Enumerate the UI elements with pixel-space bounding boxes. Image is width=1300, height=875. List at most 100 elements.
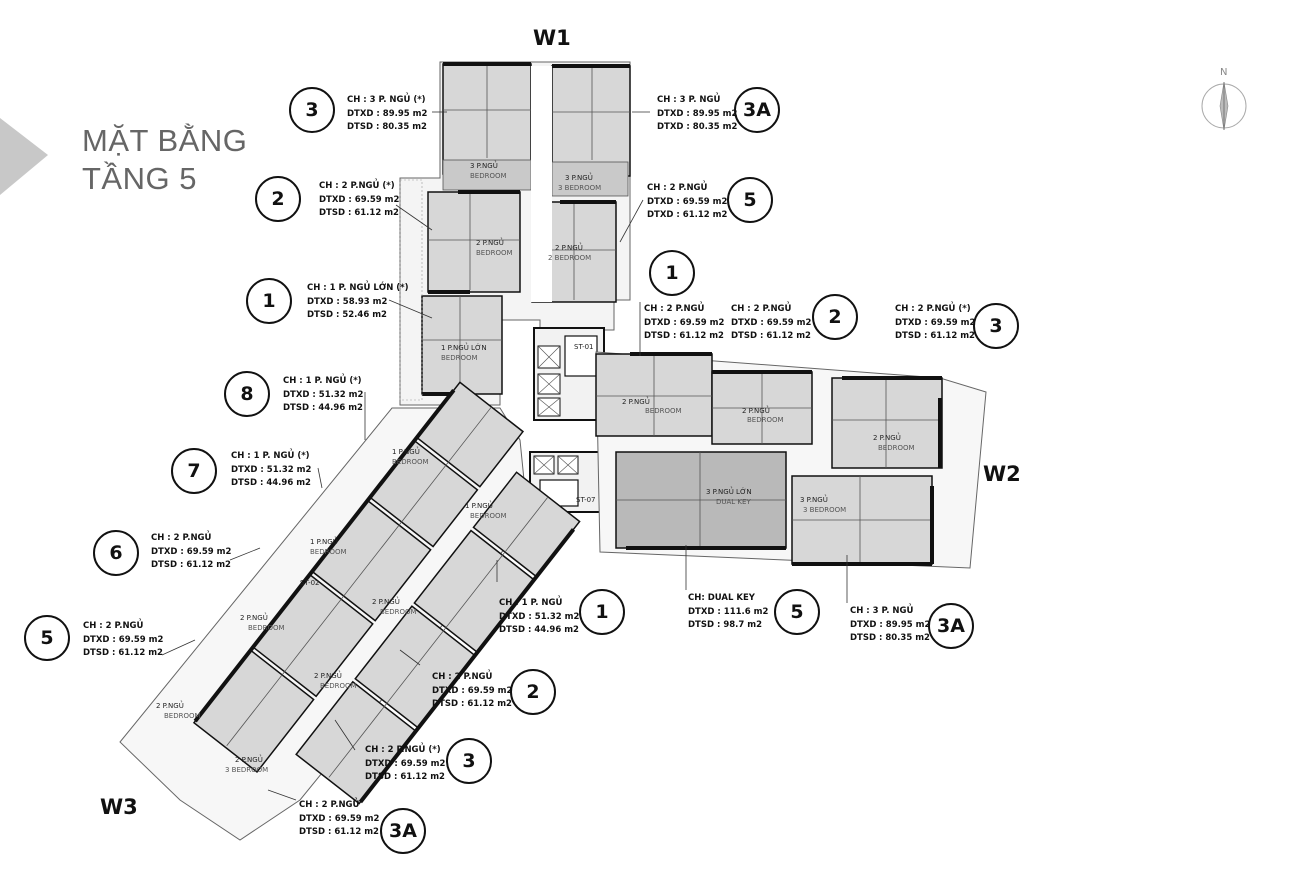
room-label: 2 P.NGỦ [476, 237, 504, 247]
unit-type: CH : 3 P. NGỦ [657, 95, 721, 105]
unit-type: CH : 2 P.NGỦ [731, 304, 792, 314]
unit-info-w1-5: CH : 2 P.NGỦ DTXD : 69.59 m2 DTXD : 61.1… [647, 182, 727, 223]
wing-label-w1: W1 [533, 26, 571, 50]
room-label: 1 P.NGỦ LỚN [441, 342, 487, 352]
unit-info-w3-1: CH : 1 P. NGỦ DTXD : 51.32 m2 DTSD : 44.… [499, 597, 579, 638]
room-label: 2 P.NGỦ [240, 612, 268, 622]
unit-dtsd: DTSD : 61.12 m2 [299, 827, 379, 837]
unit-dtxd: DTXD : 51.32 m2 [231, 464, 312, 475]
unit-dtxd: DTXD : 51.32 m2 [283, 389, 364, 400]
north-label: N [1220, 67, 1227, 78]
room-sublabel: BEDROOM [164, 712, 201, 720]
unit-dtxd: DTXD : 89.95 m2 [850, 619, 931, 630]
unit-badge-w1-3a[interactable]: 3A [734, 87, 780, 133]
wing-w3 [119, 381, 581, 841]
unit-info-w3-3a: CH : 2 P.NGỦ DTXD : 69.59 m2 DTSD : 61.1… [299, 799, 379, 840]
room-sublabel: 3 BEDROOM [803, 506, 846, 514]
unit-dtxd: DTXD : 69.59 m2 [647, 196, 728, 207]
room-label: 1 P.NGỦ [392, 446, 420, 456]
core [529, 327, 605, 513]
title-arrow-icon [0, 118, 48, 195]
unit-type: CH : 1 P. NGỦ (*) [283, 376, 362, 386]
unit-info-w2-3: CH : 2 P.NGỦ (*) DTXD : 69.59 m2 DTSD : … [895, 303, 975, 344]
unit-dtxd: DTXD : 69.59 m2 [299, 813, 380, 824]
page-title-line2: TẦNG 5 [82, 161, 197, 196]
page-title-line1: MẶT BẰNG [82, 123, 248, 158]
unit-info-w3-2: CH : 2 P.NGỦ DTXD : 69.59 m2 DTSD : 61.1… [432, 671, 512, 712]
unit-dtsd: DTSD : 61.12 m2 [151, 560, 231, 570]
unit-type: CH : 2 P.NGỦ [647, 183, 708, 193]
unit-info-w3-3: CH : 2 P.NGỦ (*) DTXD : 69.59 m2 DTSD : … [365, 744, 445, 785]
unit-badge-w2-1[interactable]: 1 [649, 250, 695, 296]
unit-dtsd: DTSD : 61.12 m2 [319, 208, 399, 218]
unit-type: CH : 2 P.NGỦ (*) [365, 745, 441, 755]
unit-dtsd: DTSD : 61.12 m2 [365, 772, 445, 782]
unit-dtxd: DTXD : 69.59 m2 [644, 317, 725, 328]
room-sublabel: BEDROOM [645, 407, 682, 415]
unit-badge-w2-3a[interactable]: 3A [928, 603, 974, 649]
unit-badge-w1-1[interactable]: 1 [246, 278, 292, 324]
unit-dtxd: DTXD : 69.59 m2 [151, 546, 232, 557]
unit-type: CH : 3 P. NGỦ (*) [347, 95, 426, 105]
unit-info-w2-2: CH : 2 P.NGỦ DTXD : 69.59 m2 DTSD : 61.1… [731, 303, 811, 344]
room-label: 1 P.NGỦ [310, 536, 338, 546]
unit-type: CH : 3 P. NGỦ [850, 606, 914, 616]
room-sublabel: BEDROOM [320, 682, 357, 690]
room-sublabel: BEDROOM [441, 354, 478, 362]
unit-dtsd: DTSD : 61.12 m2 [644, 331, 724, 341]
wing-w1 [399, 61, 631, 406]
unit-badge-w1-3[interactable]: 3 [289, 87, 335, 133]
unit-dtxd: DTXD : 69.59 m2 [731, 317, 812, 328]
unit-dtsd: DTSD : 80.35 m2 [850, 633, 930, 643]
room-label: 2 P.NGỦ [314, 670, 342, 680]
unit-type: CH : 1 P. NGỦ (*) [231, 451, 310, 461]
unit-badge-w3-8[interactable]: 8 [224, 371, 270, 417]
room-label: 1 P.NGỦ [465, 500, 493, 510]
unit-dtsd: DTSD : 44.96 m2 [231, 478, 311, 488]
unit-dtxd: DTXD : 69.59 m2 [365, 758, 446, 769]
unit-badge-w3-1[interactable]: 1 [579, 589, 625, 635]
unit-badge-w1-2[interactable]: 2 [255, 176, 301, 222]
unit-type: CH : 1 P. NGỦ [499, 598, 563, 608]
stair-label-st01: ST-01 [574, 343, 594, 351]
unit-info-w2-3a: CH : 3 P. NGỦ DTXD : 89.95 m2 DTSD : 80.… [850, 605, 930, 646]
room-sublabel: 2 BEDROOM [548, 254, 591, 262]
room-sublabel: 3 BEDROOM [225, 766, 268, 774]
room-label: 2 P.NGỦ [372, 596, 400, 606]
unit-dtsd: DTSD : 61.12 m2 [895, 331, 975, 341]
unit-dtsd: DTXD : 80.35 m2 [657, 122, 738, 132]
room-label: 3 P.NGỦ [800, 494, 828, 504]
unit-dtxd: DTXD : 111.6 m2 [688, 606, 769, 617]
page-title: MẶT BẰNG TẦNG 5 [82, 122, 247, 198]
unit-badge-w2-2[interactable]: 2 [812, 294, 858, 340]
wing-w2 [595, 351, 987, 569]
unit-badge-w3-6[interactable]: 6 [93, 530, 139, 576]
unit-badge-w3-3[interactable]: 3 [446, 738, 492, 784]
room-label: 2 P.NGỦ [742, 405, 770, 415]
unit-badge-w3-3a[interactable]: 3A [380, 808, 426, 854]
room-label: 2 P.NGỦ [156, 700, 184, 710]
unit-dtxd: DTXD : 58.93 m2 [307, 296, 388, 307]
unit-dtxd: DTXD : 69.59 m2 [895, 317, 976, 328]
room-labels: 3 P.NGỦ BEDROOM 3 P.NGỦ 3 BEDROOM 2 P.NG… [156, 160, 915, 774]
room-sublabel: 3 BEDROOM [558, 184, 601, 192]
room-sublabel: BEDROOM [470, 172, 507, 180]
unit-type: CH : 2 P.NGỦ [432, 672, 493, 682]
unit-badge-w3-7[interactable]: 7 [171, 448, 217, 494]
stair-label-st02: ST-02 [300, 579, 320, 587]
unit-badge-w2-5[interactable]: 5 [774, 589, 820, 635]
unit-dtxd: DTXD : 69.59 m2 [319, 194, 400, 205]
wing-label-w2: W2 [983, 462, 1021, 486]
room-label: 3 P.NGỦ [470, 160, 498, 170]
room-sublabel: BEDROOM [747, 416, 784, 424]
unit-dtsd: DTSD : 61.12 m2 [731, 331, 811, 341]
unit-badge-w1-5[interactable]: 5 [727, 177, 773, 223]
unit-info-w2-1: CH : 2 P.NGỦ DTXD : 69.59 m2 DTSD : 61.1… [644, 303, 724, 344]
unit-dtsd: DTSD : 61.12 m2 [432, 699, 512, 709]
unit-badge-w3-5[interactable]: 5 [24, 615, 70, 661]
unit-badge-w3-2[interactable]: 2 [510, 669, 556, 715]
room-sublabel: BEDROOM [380, 608, 417, 616]
unit-badge-w2-3[interactable]: 3 [973, 303, 1019, 349]
unit-info-w3-6: CH : 2 P.NGỦ DTXD : 69.59 m2 DTSD : 61.1… [151, 532, 231, 573]
room-label: 3 P.NGỦ LỚN [706, 486, 752, 496]
